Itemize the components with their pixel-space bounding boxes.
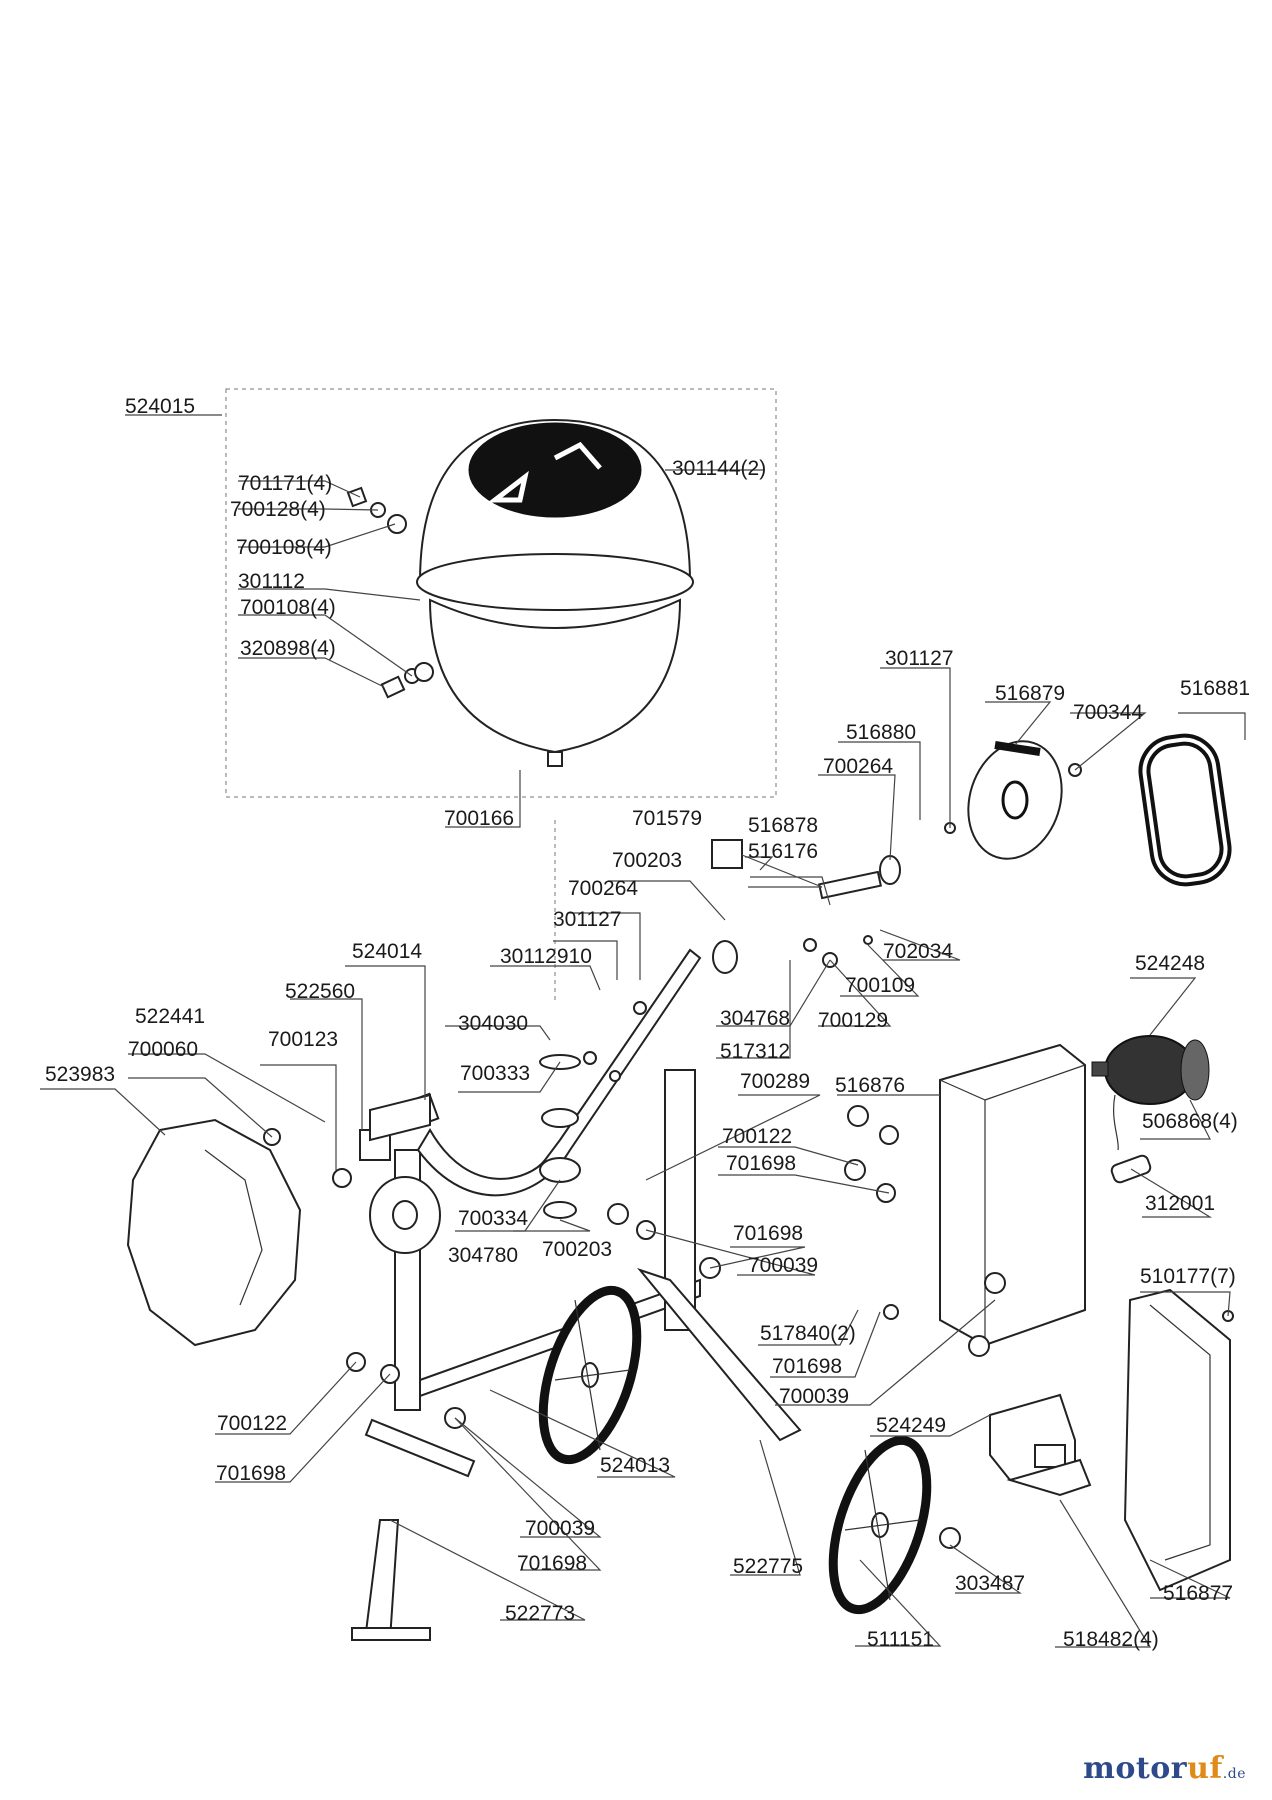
part-label: 320898(4) [240, 637, 336, 660]
bearing-parts [359, 839, 901, 1219]
part-label: 516876 [835, 1074, 905, 1097]
part-label: 700122 [217, 1412, 287, 1435]
part-label: 510177(7) [1140, 1265, 1236, 1288]
part-label: 700108(4) [240, 596, 336, 619]
part-label: 700109 [845, 974, 915, 997]
drum-group-box [225, 388, 777, 798]
part-label: 516880 [846, 721, 916, 744]
part-label: 301144(2) [672, 457, 766, 480]
part-label: 700344 [1073, 701, 1143, 724]
part-label: 700039 [525, 1517, 595, 1540]
part-label: 301127 [553, 908, 622, 931]
brand-logo[interactable]: motoruf.de [1083, 1751, 1246, 1786]
part-label: 524014 [352, 940, 422, 963]
electric-motor [1091, 1035, 1210, 1151]
part-label: 701698 [216, 1462, 286, 1485]
part-label: 518482(4) [1063, 1628, 1159, 1651]
motor-housing [939, 1043, 1086, 1347]
part-label: 700060 [128, 1038, 198, 1061]
belt-cover [1123, 1288, 1231, 1592]
part-label: 700108(4) [236, 536, 332, 559]
part-label: 524015 [125, 395, 195, 418]
part-label: 700166 [444, 807, 514, 830]
part-label: 304030 [458, 1012, 528, 1035]
part-label: 516881 [1180, 677, 1250, 700]
part-label: 516879 [995, 682, 1065, 705]
part-label: 524248 [1135, 952, 1205, 975]
part-label: 700203 [542, 1238, 612, 1261]
part-label: 517312 [720, 1040, 790, 1063]
part-label: 303487 [955, 1572, 1025, 1595]
part-label: 522773 [505, 1602, 575, 1625]
part-label: 522441 [135, 1005, 205, 1028]
part-label: 701698 [517, 1552, 587, 1575]
switch-box [989, 1393, 1092, 1497]
mixing-drum [416, 418, 694, 1000]
part-label: 702034 [883, 940, 953, 963]
part-label: 301127 [885, 647, 954, 670]
part-label: 516176 [748, 840, 818, 863]
wheel-right [828, 1435, 932, 1615]
part-label: 700128(4) [230, 498, 326, 521]
part-label: 522775 [733, 1555, 803, 1578]
ring-gear [369, 1176, 441, 1254]
brand-part2: uf [1187, 1751, 1223, 1786]
part-label: 700039 [779, 1385, 849, 1408]
part-label: 701698 [772, 1355, 842, 1378]
part-label: 517840(2) [760, 1322, 856, 1345]
part-label: 312001 [1145, 1192, 1215, 1215]
part-label: 700289 [740, 1070, 810, 1093]
part-label: 304780 [448, 1244, 518, 1267]
part-label: 506868(4) [1142, 1110, 1238, 1133]
drive-shaft [390, 948, 702, 1197]
part-label: 701579 [632, 807, 702, 830]
part-label: 700264 [823, 755, 893, 778]
nuts-and-washers [263, 763, 1234, 1549]
part-label: 524249 [876, 1414, 946, 1437]
part-label: 700123 [268, 1028, 338, 1051]
leader-lines [40, 414, 1246, 1648]
wheel-left [538, 1285, 642, 1465]
octagon-guard [126, 1118, 302, 1347]
part-label: 524013 [600, 1454, 670, 1477]
part-label: 700122 [722, 1125, 792, 1148]
part-label: 700333 [460, 1062, 530, 1085]
part-label: 516878 [748, 814, 818, 837]
part-label: 522560 [285, 980, 355, 1003]
drive-belt [1138, 733, 1232, 887]
part-label: 511151 [867, 1628, 934, 1651]
part-number-labels: 524015 301144(2) 701171(4) 700128(4) 700… [45, 395, 1250, 1651]
part-label: 700203 [612, 849, 682, 872]
part-label: 701698 [726, 1152, 796, 1175]
part-label: 30112910 [500, 945, 592, 968]
part-label: 701171(4) [238, 472, 332, 495]
part-label: 301112 [238, 570, 305, 593]
part-label: 700334 [458, 1207, 528, 1230]
part-label: 700039 [748, 1254, 818, 1277]
part-label: 516877 [1163, 1582, 1233, 1605]
part-label: 700129 [818, 1009, 888, 1032]
part-label: 523983 [45, 1063, 115, 1086]
brand-suffix: .de [1222, 1766, 1246, 1782]
part-label: 701698 [733, 1222, 803, 1245]
part-label: 304768 [720, 1007, 790, 1030]
part-label: 700264 [568, 877, 638, 900]
pulley [967, 740, 1063, 860]
brand-part1: motor [1083, 1751, 1188, 1786]
